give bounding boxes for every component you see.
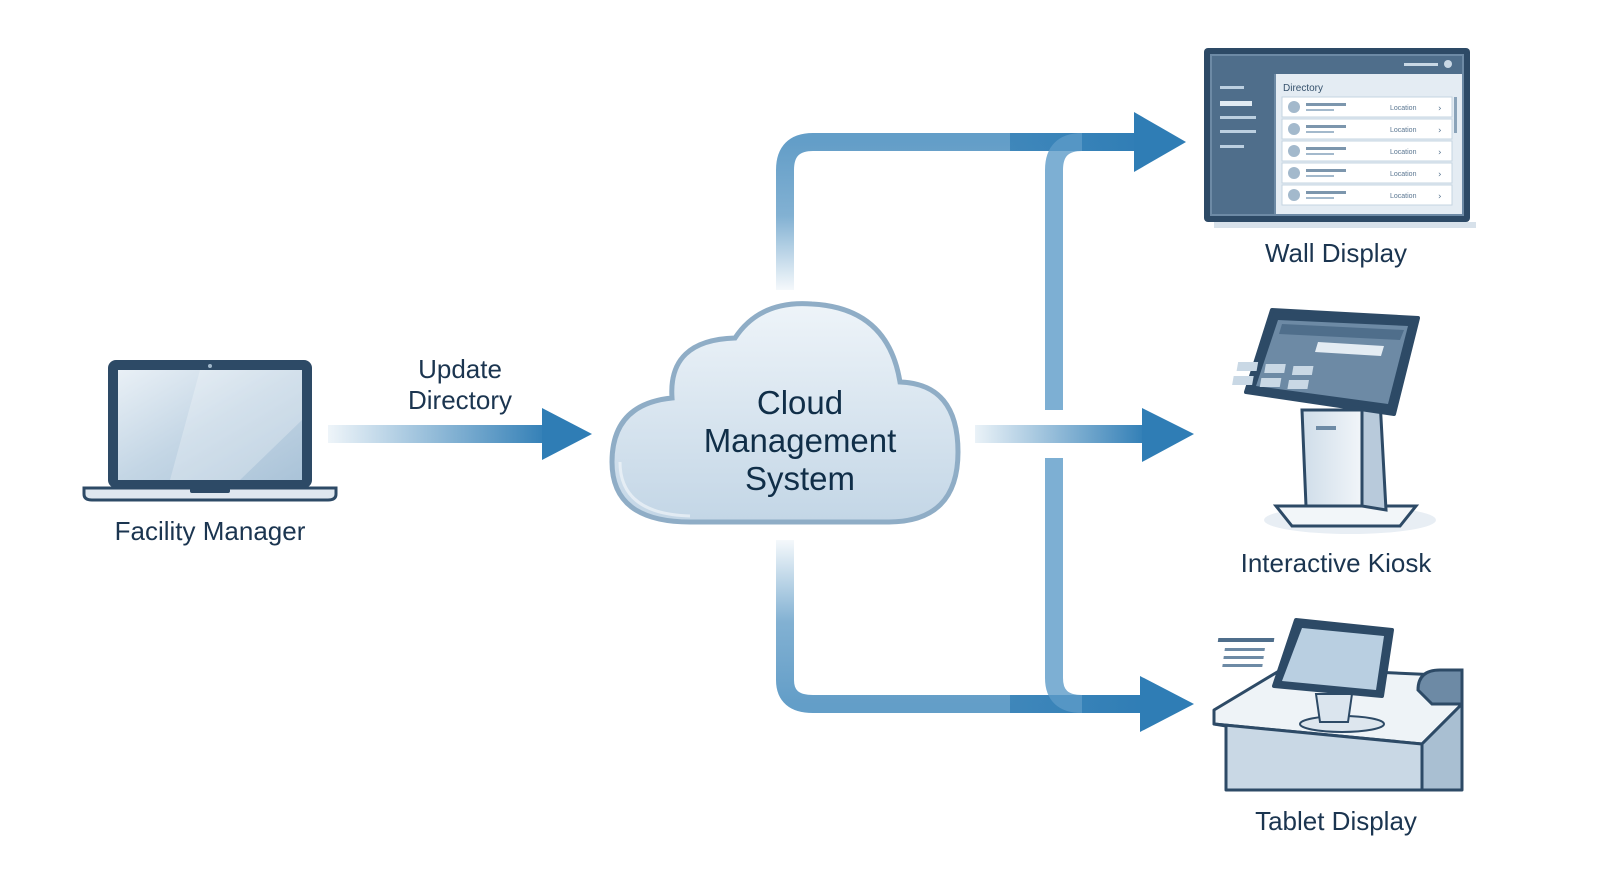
cloud-label-line3: System — [744, 460, 856, 497]
wall-screen-row: Location › — [1281, 140, 1453, 162]
wall-display-label: Wall Display — [1264, 238, 1408, 268]
wall-row-location-4: Location — [1390, 171, 1417, 178]
svg-text:›: › — [1438, 148, 1442, 158]
tablet-display-label: Tablet Display — [1255, 806, 1417, 836]
wall-row-location-5: Location — [1390, 193, 1417, 200]
connector-interactive-kiosk — [975, 408, 1194, 462]
svg-text:›: › — [1438, 192, 1442, 202]
update-label-line1: Update — [418, 354, 502, 384]
wall-screen-header: Directory — [1283, 83, 1323, 94]
cloud-label-line2: Management — [703, 422, 897, 459]
cloud-label-line1: Cloud — [756, 384, 844, 421]
facility-manager-label: Facility Manager — [114, 516, 306, 546]
arrow-update-directory — [328, 408, 592, 460]
wall-screen-row: Location › — [1281, 96, 1453, 118]
connector-wall-display — [776, 112, 1186, 410]
svg-text:›: › — [1438, 104, 1442, 114]
wall-screen-row: Location › — [1281, 184, 1453, 206]
wall-screen-row: Location › — [1281, 118, 1453, 140]
update-directory-label: Update Directory — [380, 354, 540, 416]
cloud-icon — [609, 301, 961, 525]
wall-display-icon: Directory Location › Location › Location… — [1204, 48, 1476, 228]
wall-row-location-1: Location — [1390, 105, 1417, 112]
svg-text:›: › — [1438, 170, 1442, 180]
tablet-icon — [1212, 618, 1464, 792]
wall-row-location-2: Location — [1390, 127, 1417, 134]
svg-text:›: › — [1438, 126, 1442, 136]
interactive-kiosk-label: Interactive Kiosk — [1240, 548, 1432, 578]
wall-screen-row: Location › — [1281, 162, 1453, 184]
wall-row-location-3: Location — [1390, 149, 1417, 156]
kiosk-icon — [1232, 308, 1436, 534]
update-label-line2: Directory — [407, 385, 512, 415]
laptop-icon — [82, 360, 338, 502]
cloud-management-system-label: Cloud Management System — [660, 384, 940, 498]
connector-tablet-display — [776, 458, 1194, 732]
